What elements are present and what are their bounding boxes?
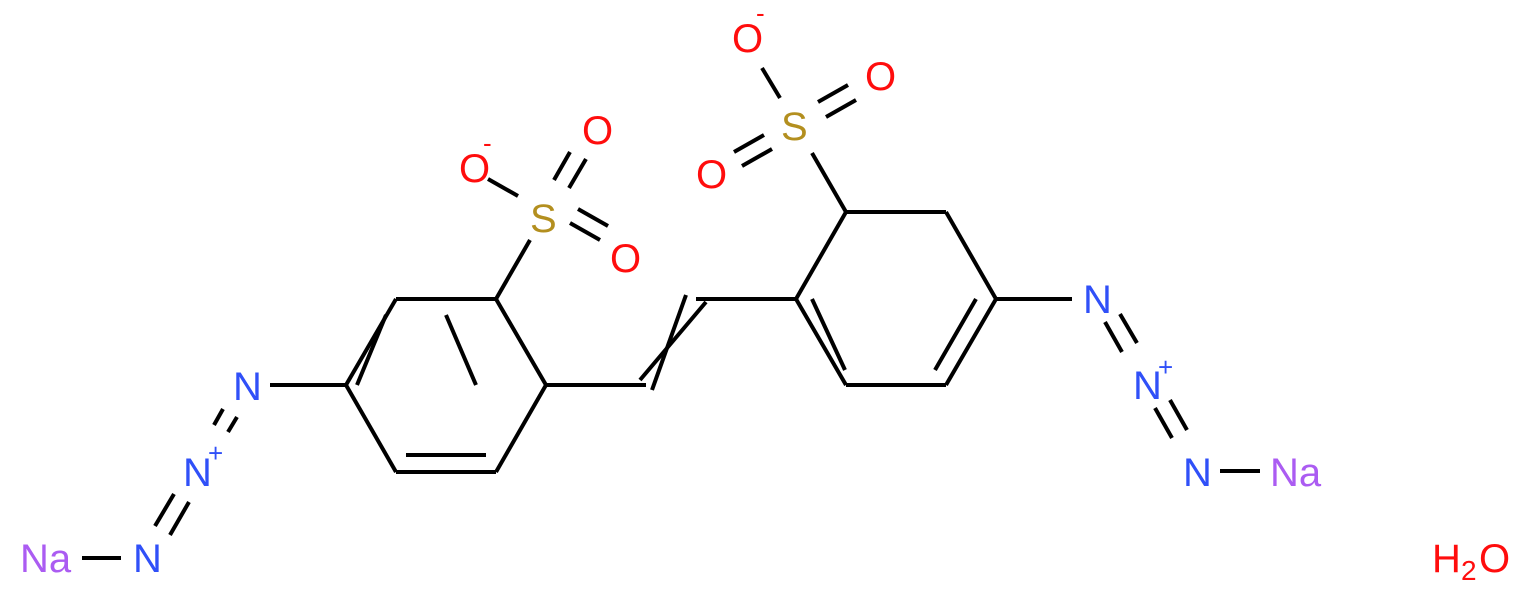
left-sulfonate-bonds	[487, 151, 609, 300]
nitrogen-label: N	[133, 537, 162, 581]
sodium-label: Na	[1270, 451, 1322, 495]
vinyl-bridge	[546, 294, 796, 391]
sulfur-label: S	[530, 197, 557, 241]
right-sulfonate-group: O - S O O	[696, 0, 896, 197]
subscript-two: 2	[1461, 555, 1477, 586]
oxygen-minus-label: O	[459, 147, 490, 191]
left-benzene-ring	[344, 297, 548, 474]
nitrogen-plus-label: N	[1133, 364, 1162, 408]
sodium-label: Na	[20, 537, 72, 581]
water-molecule: H 2 O	[1432, 537, 1510, 586]
right-azide-bonds	[996, 297, 1260, 473]
oxygen-label: O	[1479, 537, 1510, 581]
oxygen-label: O	[865, 55, 896, 99]
left-sulfonate-group: O - S O O	[459, 109, 641, 281]
right-benzene-ring	[794, 210, 998, 387]
oxygen-label: O	[696, 153, 727, 197]
nitrogen-label: N	[1083, 278, 1112, 322]
nitrogen-plus-label: N	[183, 451, 212, 495]
hydrogen-label: H	[1432, 537, 1461, 581]
oxygen-label: O	[582, 109, 613, 153]
left-azide-group: N N + N Na	[20, 365, 262, 581]
sulfur-label: S	[781, 105, 808, 149]
positive-charge: +	[1158, 352, 1173, 382]
right-sulfonate-bonds	[733, 66, 857, 213]
negative-charge: -	[483, 128, 492, 158]
nitrogen-label: N	[1183, 451, 1212, 495]
nitrogen-label: N	[233, 365, 262, 409]
oxygen-label: O	[610, 237, 641, 281]
oxygen-minus-label: O	[732, 17, 763, 61]
positive-charge: +	[208, 438, 223, 468]
left-azide-bonds	[82, 383, 346, 560]
negative-charge: -	[756, 0, 765, 28]
right-azide-group: N N + N Na	[1083, 278, 1322, 495]
